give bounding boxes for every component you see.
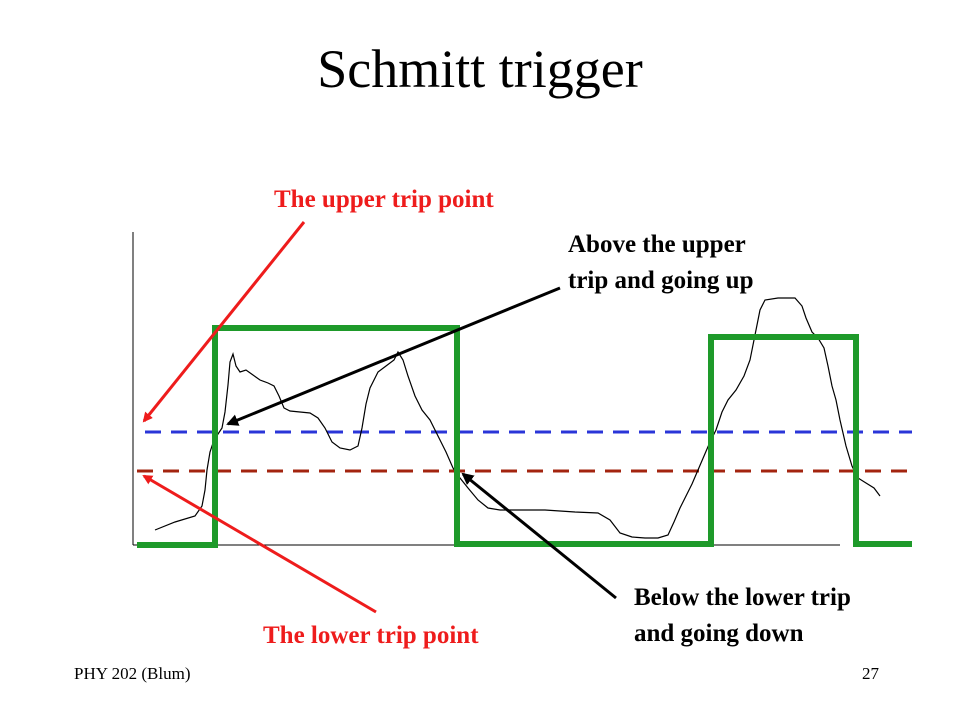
upper-trip-label: The upper trip point (274, 186, 494, 213)
above-upper-label-line1: Above the upper (568, 231, 746, 258)
below-lower-label-line2: and going down (634, 620, 804, 647)
footer-course: PHY 202 (Blum) (74, 664, 191, 683)
below-lower-label-line1: Below the lower trip (634, 584, 851, 611)
slide-title: Schmitt trigger (317, 39, 643, 99)
below-lower-arrow (461, 472, 617, 600)
footer-page-number: 27 (862, 664, 879, 683)
above-upper-label-line2: trip and going up (568, 267, 754, 294)
lower-trip-arrow (142, 474, 377, 614)
upper-trip-arrow (142, 221, 306, 423)
output-signal (137, 325, 912, 548)
lower-trip-label: The lower trip point (263, 622, 479, 649)
above-upper-arrow (226, 286, 561, 426)
